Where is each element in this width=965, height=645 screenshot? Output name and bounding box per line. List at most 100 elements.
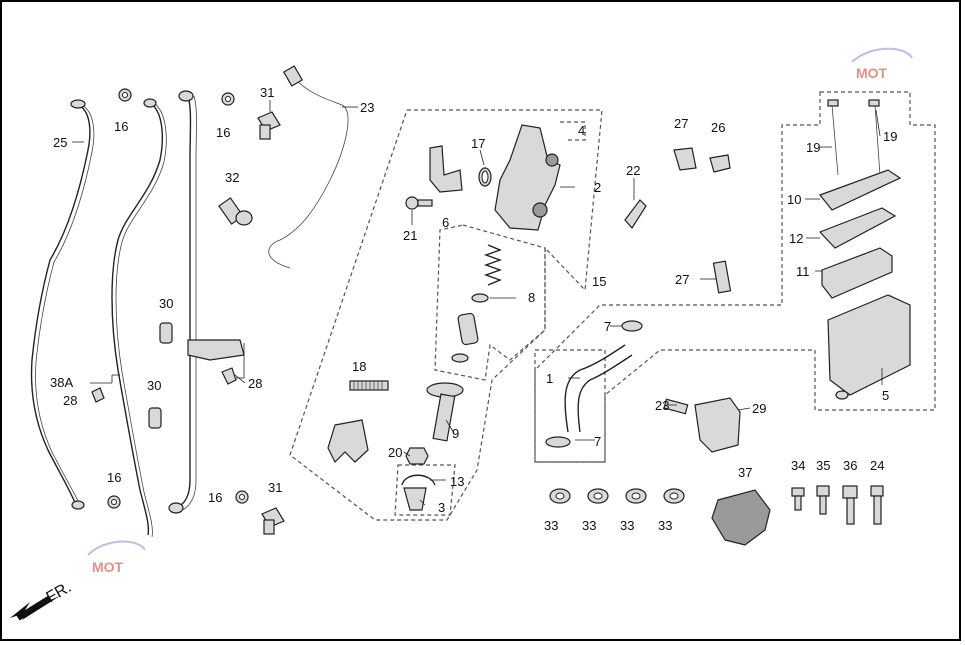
callout-34: 34 (791, 458, 805, 473)
clamp-7 (545, 436, 571, 448)
callout-9: 9 (452, 426, 459, 441)
callout-7b: 7 (594, 434, 601, 449)
callout-23a: 23 (360, 100, 374, 115)
screws-19 (831, 104, 881, 176)
callout-1: 1 (546, 371, 553, 386)
callout-19a: 19 (806, 140, 820, 155)
callout-31b: 31 (268, 480, 282, 495)
screw-head (868, 99, 880, 107)
callout-31a: 31 (260, 85, 274, 100)
reservoir-outlet (835, 390, 849, 400)
callout-33c: 33 (620, 518, 634, 533)
hose-fitting (143, 98, 157, 108)
bolt-21 (405, 196, 419, 210)
sleeve-30 (148, 407, 162, 429)
clip-28 (221, 367, 237, 385)
callout-18: 18 (352, 359, 366, 374)
hose-fitting (70, 99, 86, 109)
callout-6: 6 (442, 215, 449, 230)
svg-text:MOT: MOT (856, 65, 888, 81)
callout-12: 12 (789, 231, 803, 246)
callout-3: 3 (438, 500, 445, 515)
callout-20: 20 (388, 445, 402, 460)
callout-13: 13 (450, 474, 464, 489)
bolt-23 (663, 398, 689, 415)
nut-20 (405, 447, 429, 465)
watermark-logo: MOT (851, 47, 913, 81)
diaphragm-plate-12 (818, 207, 897, 249)
callout-36: 36 (843, 458, 857, 473)
rod (432, 393, 456, 442)
bolt-shank (417, 199, 433, 207)
piston-seal (451, 353, 469, 363)
boot-3 (403, 487, 427, 511)
brake-hose-middle (111, 102, 163, 536)
reservoir-cap-10 (819, 169, 902, 211)
master-cylinder-body-2 (494, 124, 561, 231)
callout-24: 24 (870, 458, 884, 473)
callout-27b: 27 (675, 272, 689, 287)
callout-10: 10 (787, 192, 801, 207)
bolt-head (235, 210, 253, 226)
sensor-wire-23 (268, 77, 349, 269)
spring (483, 244, 503, 286)
bolt-shank (263, 519, 275, 535)
callout-16c: 16 (107, 470, 121, 485)
callout-19b: 19 (883, 129, 897, 144)
fitting-6 (429, 145, 463, 193)
callout-32: 32 (225, 170, 239, 185)
reservoir-group-outline (534, 91, 936, 463)
brake-hose-long (174, 95, 192, 509)
screw-head (827, 99, 839, 107)
callout-7a: 7 (604, 319, 611, 334)
hose-fitting (71, 500, 85, 510)
watermark-logo: MOT (87, 540, 146, 575)
bolt-22 (624, 199, 647, 229)
callout-16a: 16 (114, 119, 128, 134)
callout-30b: 30 (147, 378, 161, 393)
inner-group-outline-4 (560, 121, 586, 141)
clip-26 (709, 154, 731, 173)
bolts-34-35-36-24 (791, 485, 884, 525)
callout-15: 15 (592, 274, 606, 289)
diaphragm-11 (821, 247, 893, 299)
callout-8: 8 (528, 290, 535, 305)
brake-hose-25 (30, 104, 91, 506)
master-cylinder-group-outline (289, 109, 603, 521)
brake-switch-29 (694, 397, 741, 453)
seal-group-outline (394, 464, 456, 516)
reservoir-5 (827, 294, 911, 396)
callout-30a: 30 (159, 296, 173, 311)
hose-fitting (178, 90, 194, 102)
sensor-connector (282, 65, 304, 87)
callout-38a: 38A (50, 375, 73, 390)
callout-2: 2 (594, 180, 601, 195)
clevis (327, 419, 369, 464)
clamp-7 (621, 320, 643, 332)
callout-29: 29 (752, 401, 766, 416)
callout-35: 35 (816, 458, 830, 473)
callout-27a: 27 (674, 116, 688, 131)
hose-fitting (168, 502, 184, 514)
hose-assembly-outline (534, 349, 606, 463)
abs-modulator-37 (711, 489, 771, 546)
callout-11: 11 (796, 264, 810, 279)
callout-labels: 1 2 3 4 5 6 7 7 8 9 10 11 12 13 15 16 16… (50, 85, 897, 533)
callout-33a: 33 (544, 518, 558, 533)
bolt-27 (712, 260, 732, 294)
reservoir-hose-1 (564, 344, 626, 433)
callout-33b: 33 (582, 518, 596, 533)
clip-28 (91, 387, 105, 403)
sleeve-30 (159, 322, 173, 344)
washers-33 (549, 488, 685, 504)
callout-4: 4 (578, 123, 585, 138)
callout-28b: 28 (63, 393, 77, 408)
svg-text:MOT: MOT (92, 559, 124, 575)
callout-26: 26 (711, 120, 725, 135)
leader-lines (72, 100, 883, 506)
circlip-13 (401, 474, 436, 486)
callout-16b: 16 (216, 125, 230, 140)
callout-25: 25 (53, 135, 67, 150)
